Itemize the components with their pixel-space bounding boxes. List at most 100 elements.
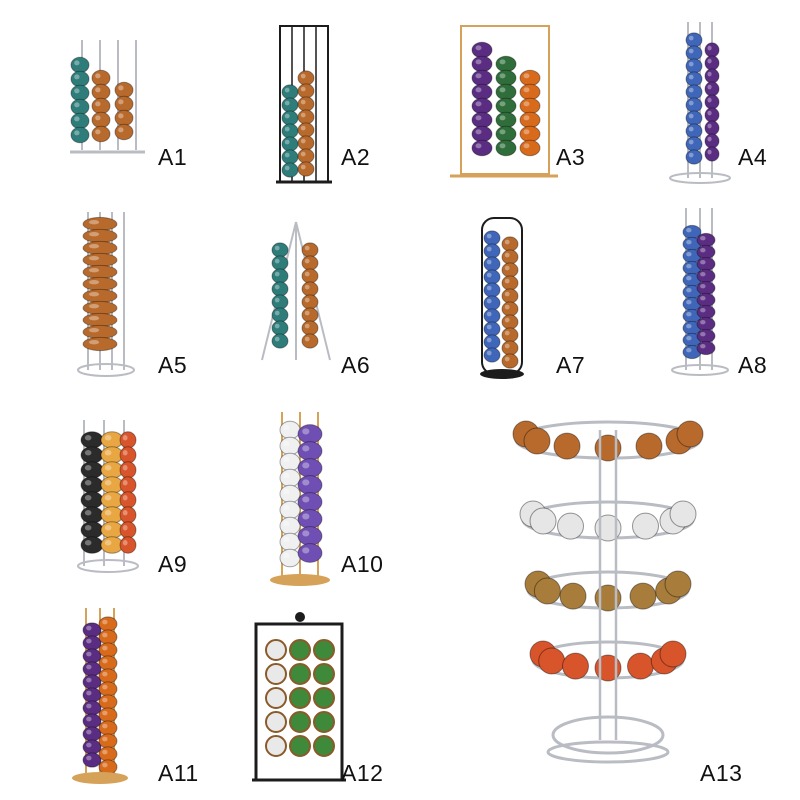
a10-white-capsule: [279, 548, 301, 568]
a3-green-capsule: [495, 139, 517, 157]
a7-blue-capsule: [483, 243, 501, 259]
a11-orange-capsule: [98, 759, 118, 775]
a5-copper-capsule: [82, 300, 118, 316]
a3-green-capsule: [495, 69, 517, 87]
a10-purple-capsule: [297, 458, 323, 478]
a1-teal-capsule: [70, 84, 90, 102]
a9-red-highlight: [122, 480, 128, 486]
a9-red-capsule: [119, 431, 137, 449]
a8-purple-highlight: [700, 308, 706, 313]
a11-orange-capsule: [98, 642, 118, 658]
a1-copper-capsule: [91, 125, 111, 143]
a11-purple-highlight: [86, 625, 92, 631]
a8-purple-highlight: [700, 296, 706, 301]
a6-teal-highlight: [274, 271, 280, 277]
a2-teal-capsule: [281, 123, 299, 139]
a4-blue-capsule: [685, 149, 703, 165]
a12-capsule: [265, 735, 287, 757]
a2-copper-highlight: [300, 73, 306, 79]
a6-teal-highlight: [274, 284, 280, 290]
a13-capsule: [664, 570, 692, 598]
a7-blue-highlight: [486, 259, 492, 265]
a7-blue-capsule: [483, 269, 501, 285]
a11-purple-capsule: [82, 752, 102, 768]
a13-capsule: [529, 507, 557, 535]
a7-copper-highlight: [504, 239, 510, 245]
a1-teal-capsule: [70, 56, 90, 74]
a2-copper-highlight: [300, 138, 306, 144]
a3-green-highlight: [499, 115, 506, 121]
a10-purple-capsule: [297, 492, 323, 512]
a10-white-highlight: [283, 520, 290, 527]
a7-blue-highlight: [486, 272, 492, 278]
label-a10: A10: [341, 551, 384, 577]
a7-blue-highlight: [486, 337, 492, 343]
a4-purple-highlight: [707, 123, 712, 129]
a8-purple-highlight: [700, 248, 706, 253]
a2-copper-capsule: [297, 122, 315, 138]
a11-orange-capsule: [98, 720, 118, 736]
a13-capsule: [553, 432, 581, 460]
a1-copper2-capsule: [114, 109, 134, 127]
a3-orange-capsule: [519, 83, 541, 101]
a3-purple-capsule: [471, 125, 493, 143]
a2-teal-capsule: [281, 136, 299, 152]
a3-orange-highlight: [523, 101, 530, 107]
a2-teal-highlight: [284, 113, 290, 119]
a3-purple-capsule: [471, 83, 493, 101]
a4-purple-highlight: [707, 136, 712, 142]
a11-purple-highlight: [86, 729, 92, 735]
a9-dark-capsule: [80, 521, 104, 539]
a11-orange-highlight: [102, 762, 108, 768]
a6-teal-highlight: [274, 258, 280, 264]
a6-copper-capsule: [301, 242, 319, 258]
a8-blue-highlight: [686, 336, 692, 341]
a6-copper-highlight: [304, 245, 310, 251]
a13-capsule: [533, 577, 561, 605]
label-a5: A5: [158, 352, 188, 378]
a10-purple-highlight: [302, 530, 310, 537]
a11-orange-capsule: [98, 655, 118, 671]
a10-white-highlight: [283, 504, 290, 511]
a11-purple-highlight: [86, 742, 92, 748]
a7-copper-capsule: [501, 288, 519, 304]
a9-dark-capsule: [80, 476, 104, 494]
a6-teal-highlight: [274, 245, 280, 251]
a13-capsule: [676, 420, 704, 448]
a8-blue-highlight: [686, 276, 692, 281]
a1-copper2-capsule: [114, 81, 134, 99]
a1-copper2-highlight: [118, 99, 124, 105]
a8-purple-highlight: [700, 344, 706, 349]
a1-teal-highlight: [74, 74, 80, 80]
a13-spiral-ring: [551, 715, 665, 755]
label-a9: A9: [158, 551, 188, 577]
a12-capsule: [265, 663, 287, 685]
a13-capsule: [669, 500, 697, 528]
a12-capsule: [289, 663, 311, 685]
a9-base-ring: [77, 559, 139, 573]
a6-copper-capsule: [301, 268, 319, 284]
a7-copper-capsule: [501, 275, 519, 291]
a7-copper-highlight: [504, 304, 510, 310]
a11-orange-capsule: [98, 694, 118, 710]
a3-green-highlight: [499, 87, 506, 93]
a10-purple-highlight: [302, 445, 310, 452]
a4-purple-highlight: [707, 45, 712, 51]
a10-white-capsule: [279, 500, 301, 520]
a11-purple-capsule: [82, 700, 102, 716]
a9-yellow-highlight: [104, 540, 112, 546]
a11-purple-highlight: [86, 677, 92, 683]
a4-blue-highlight: [688, 152, 694, 158]
a4-purple-capsule: [704, 68, 720, 84]
a7-blue-capsule: [483, 282, 501, 298]
a1-copper2-capsule: [114, 123, 134, 141]
a6-copper-highlight: [304, 323, 310, 329]
a11-orange-highlight: [102, 697, 108, 703]
a7-copper-capsule: [501, 262, 519, 278]
a10-white-capsule: [279, 516, 301, 536]
a11-orange-highlight: [102, 619, 108, 625]
a3-purple-capsule: [471, 69, 493, 87]
a2-copper-highlight: [300, 151, 306, 157]
a7-base: [480, 369, 524, 379]
a4-blue-highlight: [688, 87, 694, 93]
